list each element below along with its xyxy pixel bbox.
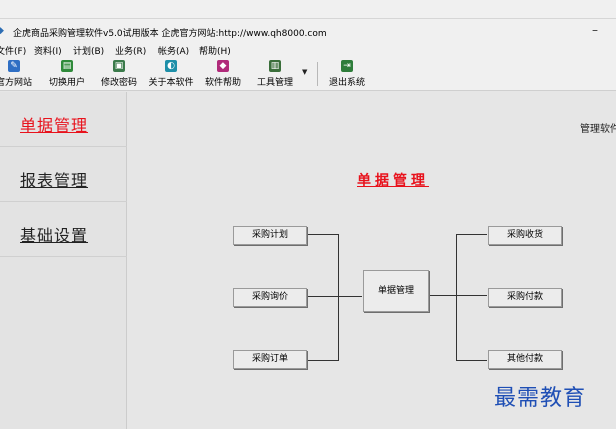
tools-management-button[interactable]: ▥ 工具管理	[256, 60, 293, 88]
sidebar-item-label: 单据管理	[20, 116, 89, 135]
connector-line	[308, 296, 362, 297]
toolbar-separator	[317, 62, 318, 86]
connector-line	[456, 234, 457, 361]
purchase-inquiry-button[interactable]: 采购询价	[233, 288, 307, 307]
sidebar: 单据管理 报表管理 基础设置	[0, 92, 127, 429]
sidebar-item-documents[interactable]: 单据管理	[0, 92, 127, 147]
menu-data[interactable]: 资料(I)	[34, 47, 62, 57]
sidebar-item-settings[interactable]: 基础设置	[0, 202, 127, 257]
minimize-button[interactable]: –	[592, 23, 598, 37]
connector-line	[430, 295, 487, 296]
menu-plan[interactable]: 计划(B)	[73, 47, 105, 57]
sidebar-item-reports[interactable]: 报表管理	[0, 147, 127, 202]
documents-center-button[interactable]: 单据管理	[363, 270, 429, 312]
website-button[interactable]: ✎ 官方网站	[0, 60, 32, 88]
flow-title: 单据管理	[357, 173, 429, 189]
website-icon: ✎	[8, 60, 20, 72]
menu-accounts[interactable]: 帐务(A)	[158, 47, 190, 57]
purchase-receipt-button[interactable]: 采购收货	[488, 226, 562, 245]
password-icon: ▣	[113, 60, 125, 72]
connector-line	[338, 234, 339, 361]
change-password-button[interactable]: ▣ 修改密码	[100, 60, 137, 88]
main-panel: 管理软件 单据管理 采购计划 采购询价 采购订单 单据管理 采购收货 采购付款 …	[128, 92, 616, 429]
sidebar-item-label: 基础设置	[20, 226, 89, 245]
other-payment-button[interactable]: 其他付款	[488, 350, 562, 369]
tools-icon: ▥	[269, 60, 281, 72]
switch-user-icon: ▤	[61, 60, 73, 72]
app-icon: ◆	[0, 26, 4, 36]
about-icon: ◐	[165, 60, 177, 72]
purchase-order-button[interactable]: 采购订单	[233, 350, 307, 369]
exit-icon: ⇥	[341, 60, 353, 72]
software-help-button[interactable]: ◆ 软件帮助	[204, 60, 241, 88]
watermark: 最需教育	[494, 386, 587, 411]
title-bar: ◆ 企虎商品采购管理软件v5.0试用版本 企虎官方网站:http://www.q…	[0, 0, 616, 42]
purchase-plan-button[interactable]: 采购计划	[233, 226, 307, 245]
connector-line	[308, 234, 338, 235]
toolbar: ✎ 官方网站 ▤ 切换用户 ▣ 修改密码 ◐ 关于本软件 ◆ 软件帮助 ▥ 工具…	[0, 58, 616, 91]
about-button[interactable]: ◐ 关于本软件	[148, 60, 194, 88]
connector-line	[308, 360, 338, 361]
connector-line	[456, 234, 487, 235]
menu-file[interactable]: 文件(F)	[0, 47, 27, 57]
sidebar-item-label: 报表管理	[20, 171, 89, 190]
menu-bar: 文件(F) 资料(I) 计划(B) 业务(R) 帐务(A) 帮助(H)	[0, 42, 616, 58]
connector-line	[456, 360, 487, 361]
window-title: 企虎商品采购管理软件v5.0试用版本 企虎官方网站:http://www.qh8…	[13, 29, 327, 39]
help-book-icon: ◆	[217, 60, 229, 72]
corner-text: 管理软件	[580, 124, 616, 135]
purchase-payment-button[interactable]: 采购付款	[488, 288, 562, 307]
title-bar-top-strip	[0, 0, 616, 19]
switch-user-button[interactable]: ▤ 切换用户	[48, 60, 85, 88]
exit-system-button[interactable]: ⇥ 退出系统	[328, 60, 365, 88]
tools-dropdown-arrow-icon[interactable]: ▼	[302, 68, 308, 76]
menu-business[interactable]: 业务(R)	[115, 47, 147, 57]
menu-help[interactable]: 帮助(H)	[199, 47, 231, 57]
